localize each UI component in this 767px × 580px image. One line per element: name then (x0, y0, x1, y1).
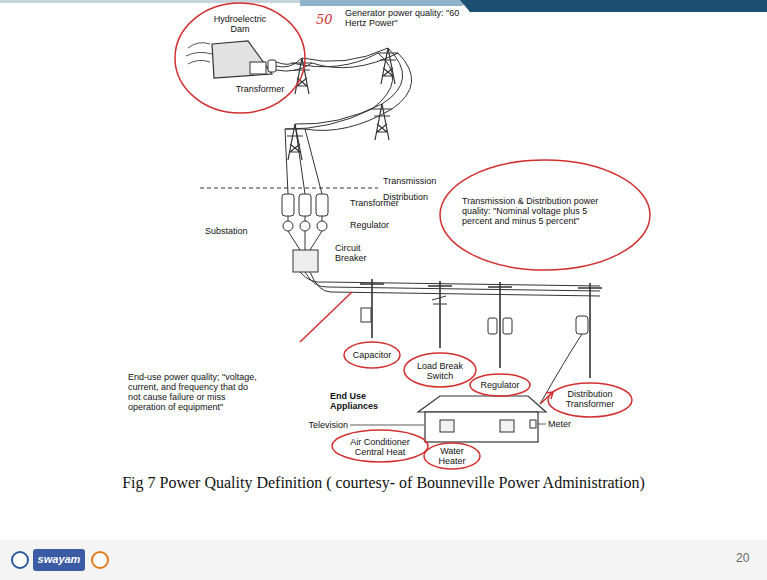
capacitor-symbol (361, 308, 371, 322)
top-band-light (300, 0, 470, 6)
annotation-arrow (540, 392, 553, 404)
annotation-circle (404, 353, 476, 387)
regulator-symbol (283, 221, 293, 231)
part-label: Hydroelectric Dam (208, 14, 272, 34)
annotation-circle (440, 160, 650, 270)
annotation-circle (548, 383, 632, 417)
powerhouse (250, 62, 266, 74)
transmission-tower (372, 104, 392, 140)
part-label: Transformer (350, 198, 412, 208)
annotation-stroke (300, 292, 352, 342)
distribution-pole (488, 282, 512, 368)
part-label: Substation (205, 226, 267, 236)
part-label: Capacitor (347, 350, 397, 360)
annotation-circle (175, 3, 305, 113)
distribution-pole (360, 279, 384, 338)
transmission-wire (285, 124, 322, 194)
house-roof (418, 396, 546, 412)
part-label: Transformer (230, 84, 290, 94)
regulator-symbol (317, 221, 327, 231)
note-text: Transmission & Distribution power qualit… (462, 196, 607, 226)
distribution-transformer-symbol (576, 316, 588, 334)
annotation-circle (470, 374, 530, 396)
substation-transformer (299, 194, 311, 216)
transmission-tower (378, 48, 398, 84)
part-label: Distribution Transformer (560, 389, 620, 409)
part-label: Regulator (350, 220, 408, 230)
part-label: Circuit Breaker (335, 243, 380, 263)
annotation-circle (332, 430, 428, 462)
boundary-line (200, 188, 378, 189)
part-label: Load Break Switch (412, 361, 468, 381)
load-break-switch-symbol (432, 296, 447, 304)
leader-line (350, 425, 424, 426)
top-band-dark (460, 0, 767, 12)
circuit-breaker-symbol (293, 250, 318, 272)
house-window (500, 420, 514, 432)
footer-logo (12, 552, 28, 568)
leader-line (538, 424, 546, 425)
transformer-symbol (268, 60, 276, 72)
house-window (440, 420, 454, 432)
distribution-pole (428, 281, 452, 348)
handwritten-note: 50 (316, 13, 342, 28)
footer-bar (0, 540, 767, 580)
bus-wire (288, 216, 322, 250)
logo-text: swayam (35, 553, 83, 565)
substation-transformer (316, 194, 328, 216)
line-regulator-symbol (503, 318, 512, 334)
swayam-logo-box (33, 549, 85, 571)
note-text: Generator power quality: "60 Hertz Power… (345, 8, 460, 28)
annotation-circle (344, 342, 400, 368)
meter-symbol (530, 420, 536, 428)
reservoir-water (186, 43, 212, 64)
line-regulator-symbol (488, 318, 497, 334)
substation-transformer (282, 194, 294, 216)
region-label: Transmission (383, 176, 455, 186)
transmission-wire (285, 48, 412, 130)
part-label: Meter (548, 419, 584, 429)
figure-caption: Fig 7 Power Quality Definition ( courtes… (20, 474, 747, 492)
page-number: 20 (736, 552, 760, 565)
note-text: End-use power quality; "voltage, current… (128, 372, 263, 412)
group-label: End Use Appliances (330, 391, 392, 411)
part-label: Television (298, 420, 348, 430)
part-label: Air Conditioner Central Heat (337, 437, 423, 457)
annotation-circle (424, 443, 480, 469)
transmission-wire (276, 48, 398, 71)
dam-wall (212, 41, 272, 78)
part-label: Water Heater (432, 446, 472, 466)
regulator-symbol (300, 221, 310, 231)
part-label: Regulator (475, 380, 525, 390)
house-wall (425, 412, 538, 442)
footer-logo (92, 552, 108, 568)
